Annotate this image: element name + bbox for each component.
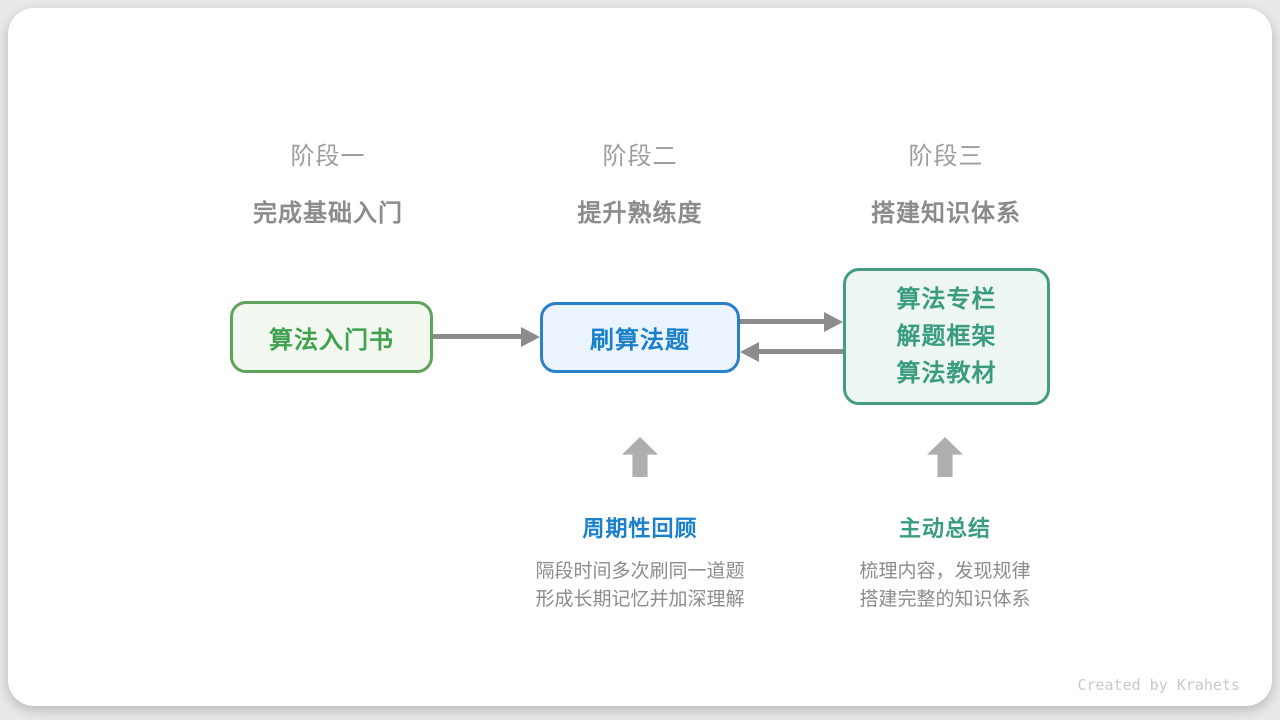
node-practice: 刷算法题 [540, 302, 740, 373]
annotation-review-desc-line1: 隔段时间多次刷同一道题 [535, 561, 745, 582]
annotation-summarize-desc-line1: 梳理内容，发现规律 [859, 561, 1031, 582]
annotation-review-title: 周期性回顾 [582, 516, 698, 541]
diagram-card: 阶段一 完成基础入门 阶段二 提升熟练度 阶段三 搭建知识体系 算法入门书 刷算… [8, 8, 1272, 706]
stage3-header: 阶段三 搭建知识体系 [796, 136, 1096, 228]
node-resources-line3: 算法教材 [896, 360, 997, 387]
stage2-header: 阶段二 提升熟练度 [490, 136, 790, 228]
annotation-summarize-title: 主动总结 [898, 516, 991, 541]
node-resources-line1: 算法专栏 [896, 286, 997, 313]
stage3-title: 搭建知识体系 [871, 200, 1021, 227]
node-practice-label: 刷算法题 [590, 327, 690, 354]
stage2-title: 提升熟练度 [577, 200, 703, 227]
block-arrow-up-icon [927, 437, 963, 477]
stage1-title: 完成基础入门 [253, 200, 403, 227]
stage1-header: 阶段一 完成基础入门 [178, 136, 478, 228]
stage3-label: 阶段三 [908, 143, 984, 170]
footer-credit: Created by Krahets [1077, 676, 1240, 694]
annotation-review-desc: 隔段时间多次刷同一道题 形成长期记忆并加深理解 [480, 558, 800, 614]
node-intro-book: 算法入门书 [230, 301, 433, 373]
node-intro-book-label: 算法入门书 [269, 326, 394, 354]
stage2-label: 阶段二 [602, 143, 678, 170]
node-resources: 算法专栏 解题框架 算法教材 [843, 268, 1050, 405]
annotation-review-desc-line2: 形成长期记忆并加深理解 [535, 589, 745, 610]
stage1-label: 阶段一 [290, 143, 366, 170]
annotation-summarize-desc: 梳理内容，发现规律 搭建完整的知识体系 [785, 558, 1105, 614]
block-arrow-up-icon [622, 437, 658, 477]
annotation-summarize-desc-line2: 搭建完整的知识体系 [859, 589, 1031, 610]
node-resources-line2: 解题框架 [896, 323, 997, 350]
